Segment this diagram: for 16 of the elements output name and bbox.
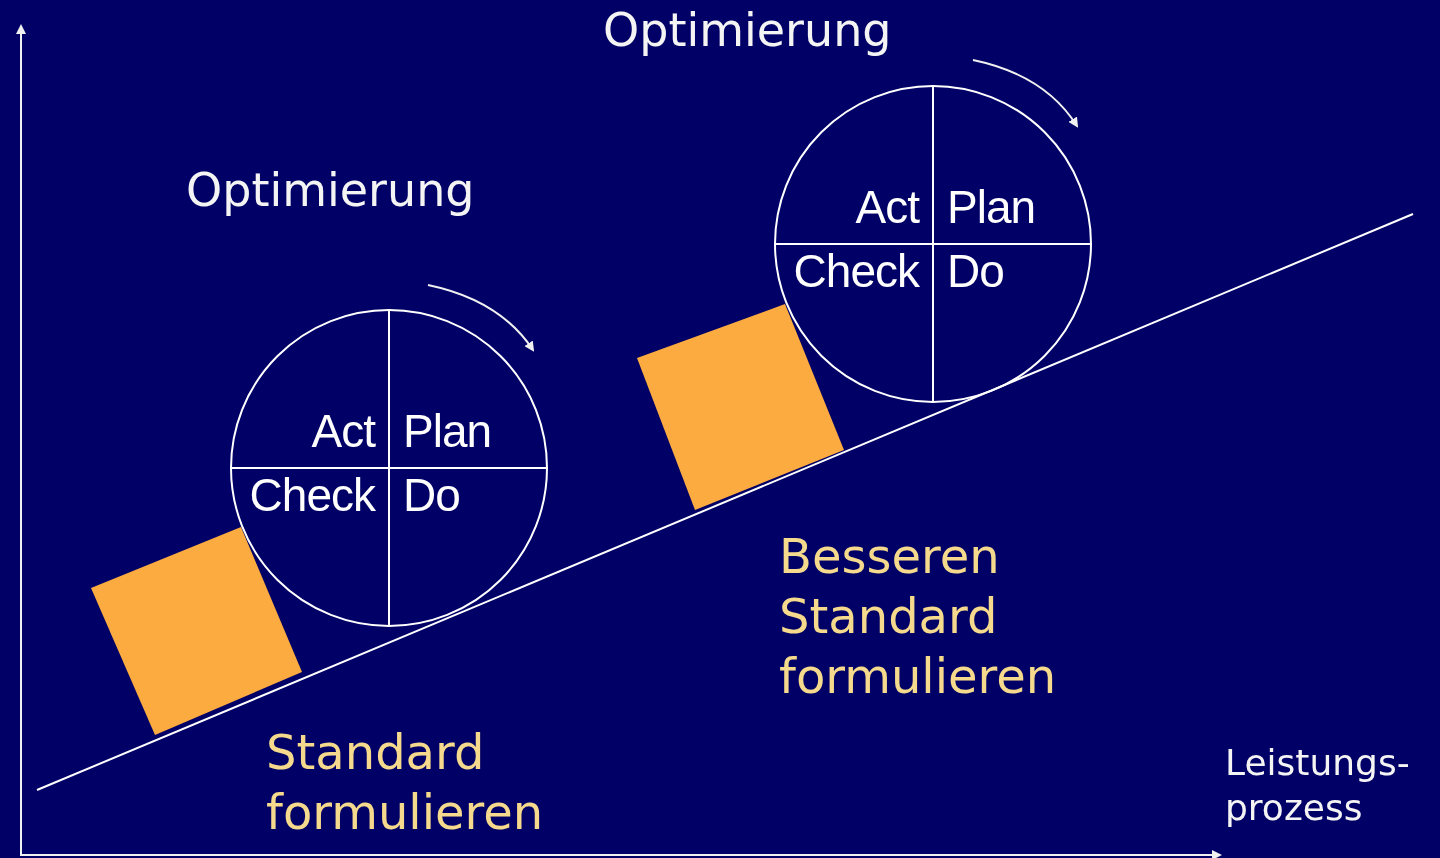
caption-text: Besseren Standard formulieren [779,527,1058,706]
quadrant-label: Check [249,472,375,518]
caption-text: Optimierung [186,162,476,219]
wedge-block [637,304,844,510]
caption-text: Optimierung [603,2,893,59]
quadrant-label: Act [855,184,919,230]
quadrant-label: Plan [403,408,492,454]
quadrant-label: Plan [947,184,1036,230]
quadrant-label: Act [311,408,375,454]
quadrant-label: Check [793,248,919,294]
caption-text: Leistungs- prozess [1225,741,1411,830]
quadrant-label: Do [947,248,1004,294]
caption-text: Standard formulieren [266,723,545,842]
pdca-circle [774,85,1092,403]
pdca-circle [230,309,548,627]
quadrant-label: Do [403,472,460,518]
